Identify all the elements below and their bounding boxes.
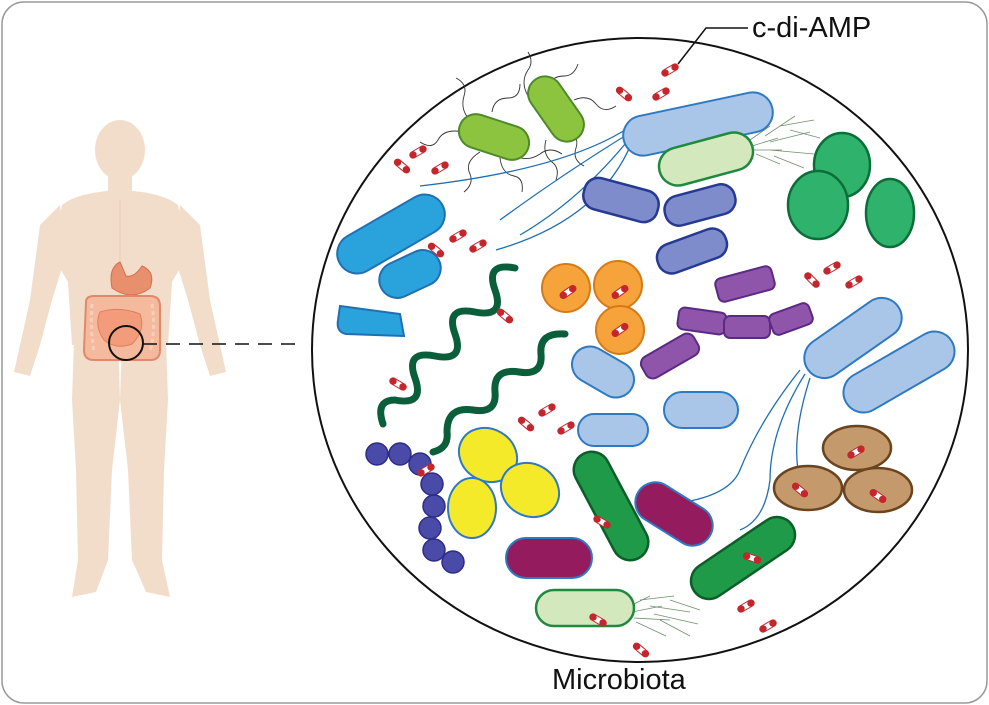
bacteria (336, 75, 956, 628)
navy-rod (663, 183, 737, 227)
spirochetes (377, 263, 569, 456)
blue-rod (336, 193, 446, 275)
pili (629, 115, 821, 637)
label-pointer (677, 27, 748, 65)
purple-rod (639, 332, 701, 380)
green-rod (572, 450, 650, 562)
purple-rod (768, 302, 814, 336)
lightblue-rod (663, 391, 739, 429)
pale-green-rod (657, 131, 755, 187)
yellow-coccus (447, 477, 497, 539)
lime-rod (527, 75, 585, 143)
purple-rod (714, 265, 776, 303)
blue-rod (336, 304, 406, 338)
teal-coccus (786, 169, 850, 241)
lightblue-rod (577, 413, 649, 447)
yellow-coccus (499, 461, 561, 519)
pale-green-rod (534, 588, 636, 628)
lightblue-rod (842, 330, 956, 414)
orange-coccus (593, 260, 643, 310)
orange-coccus (541, 263, 591, 313)
magenta-rod (505, 537, 593, 579)
lime-rod (457, 113, 531, 161)
flagella-blue (419, 129, 811, 531)
lightblue-rod (803, 296, 903, 380)
navy-rod (655, 227, 729, 275)
teal-coccus (864, 177, 916, 249)
brown-cell (772, 464, 844, 512)
blue-rod (378, 249, 442, 299)
navy-rod (582, 176, 660, 224)
cdiamp-label: c-di-AMP (752, 12, 872, 44)
brown-cell (842, 466, 914, 514)
magenta-rod (634, 481, 714, 547)
lightblue-rod (571, 345, 635, 399)
microbiota-label: Microbiota (552, 664, 686, 696)
purple-rod (723, 315, 771, 339)
zoom-circle (108, 325, 144, 361)
green-rod (689, 515, 797, 601)
indigo-chain (365, 442, 465, 574)
